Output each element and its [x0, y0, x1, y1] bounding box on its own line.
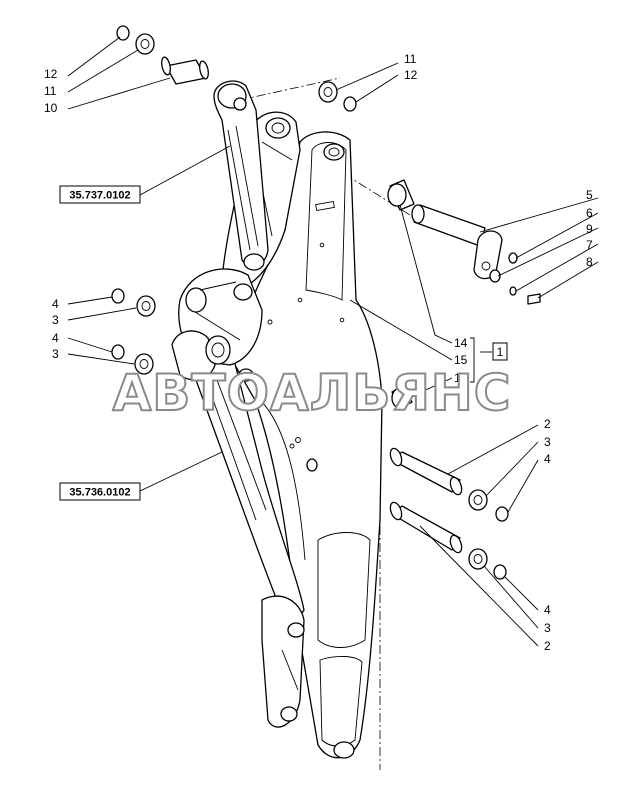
watermark: АВТОАЛЬЯНС: [113, 364, 512, 422]
callout-3-left-a: 3: [52, 313, 59, 327]
callout-8: 8: [586, 255, 593, 269]
leader-lines: [67, 36, 599, 647]
reference-upper-cylinder: 35.737.0102: [69, 190, 130, 202]
loose-parts: [111, 25, 541, 580]
reference-lower-cylinder: 35.736.0102: [69, 487, 130, 499]
callout-3-right-b: 3: [544, 621, 551, 635]
callout-10: 10: [44, 101, 58, 115]
callout-5: 5: [586, 188, 593, 202]
callout-3-right-a: 3: [544, 435, 551, 449]
reference-1: 1: [497, 345, 504, 359]
reference-box-1[interactable]: 1: [492, 342, 508, 361]
reference-box-upper[interactable]: 35.737.0102: [59, 185, 141, 204]
callout-11-top-right: 11: [404, 52, 417, 66]
callout-4-left-b: 4: [52, 331, 59, 345]
callout-labels: 12 11 10 11 12 5 6 9 7 8 4 3 4 3 14 15 1…: [44, 52, 593, 653]
callout-4-right-a: 4: [544, 452, 551, 466]
callout-13: 13: [454, 371, 468, 385]
callout-12-top-right: 12: [404, 68, 418, 82]
lower-cylinder: [187, 334, 305, 728]
callout-3-left-b: 3: [52, 347, 59, 361]
callout-4-right-b: 4: [544, 603, 551, 617]
upper-cylinder: [213, 80, 269, 271]
callout-14: 14: [454, 336, 468, 350]
reference-box-lower[interactable]: 35.736.0102: [59, 482, 141, 501]
callout-2-right-a: 2: [544, 417, 551, 431]
callout-4-left-a: 4: [52, 297, 59, 311]
callout-11-top-left: 11: [44, 84, 57, 98]
callout-9: 9: [586, 222, 593, 236]
linkage-assembly: [171, 268, 263, 381]
callout-12-top-left: 12: [44, 67, 58, 81]
callout-6: 6: [586, 206, 593, 220]
callout-2-right-b: 2: [544, 639, 551, 653]
callout-15: 15: [454, 353, 468, 367]
callout-7: 7: [586, 238, 593, 252]
